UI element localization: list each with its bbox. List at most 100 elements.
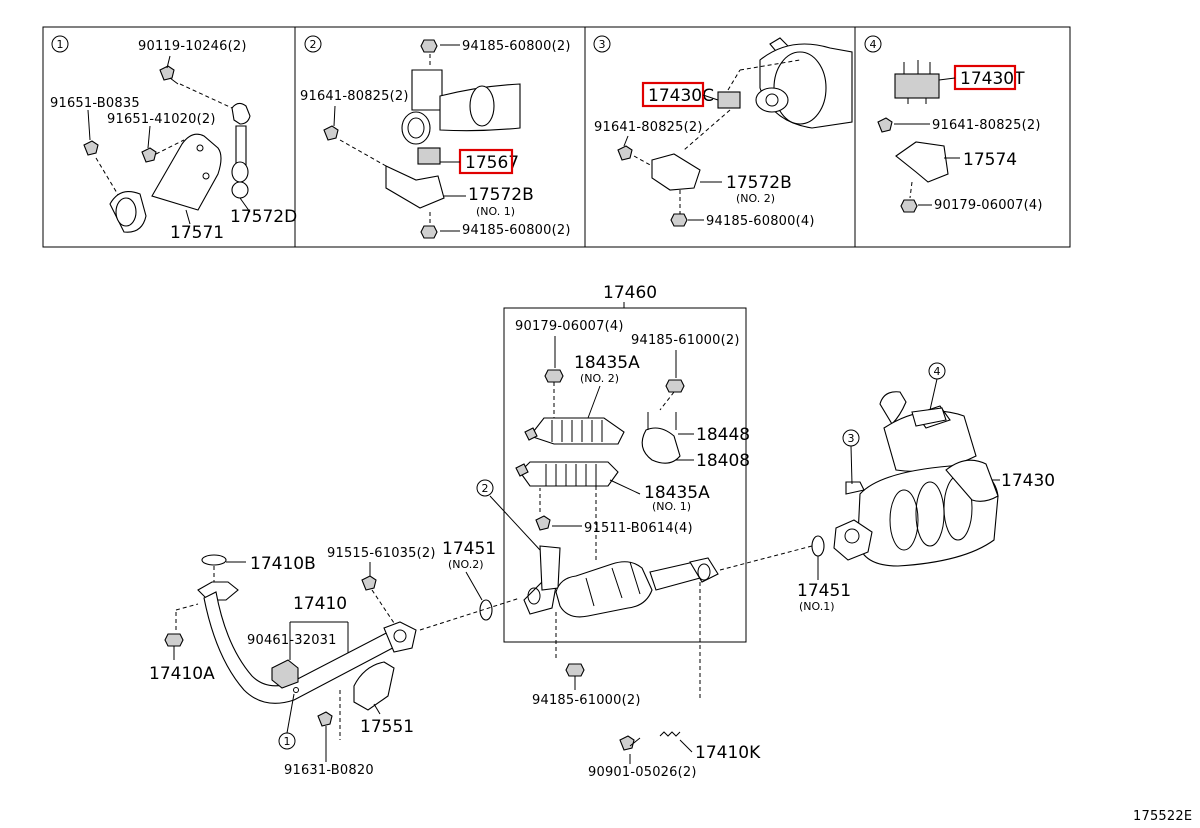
label-91641-80825[interactable]: 91641-80825(2): [300, 89, 409, 104]
label-90119-10246[interactable]: 90119-10246(2): [138, 39, 247, 54]
panel-2-index: 2: [310, 38, 317, 51]
leader-dashed: [175, 603, 199, 611]
label-17572b-no1[interactable]: 17572B: [468, 185, 534, 205]
label-91511-b0614[interactable]: 91511-B0614(4): [584, 521, 693, 536]
label-17572b-no2[interactable]: 17572B: [726, 173, 792, 193]
label-17430t[interactable]: 17430T: [960, 69, 1025, 89]
label-91641-80825[interactable]: 91641-80825(2): [594, 120, 703, 135]
nut-icon: [665, 379, 685, 393]
label-17410b[interactable]: 17410B: [250, 554, 316, 574]
label-91631-b0820[interactable]: 91631-B0820: [284, 763, 374, 778]
label-90179-06007[interactable]: 90179-06007(4): [934, 198, 1043, 213]
heat-shield-lower: [515, 461, 619, 487]
bolt-icon: [535, 515, 551, 531]
mount-17430c-icon: [717, 91, 741, 109]
leader-dashed: [727, 69, 741, 91]
heat-insulator-17551-icon: [353, 661, 395, 711]
label-91651-41020[interactable]: 91651-41020(2): [107, 112, 216, 127]
label-17410[interactable]: 17410: [293, 594, 347, 614]
mount-17567-icon: [417, 147, 441, 165]
leader-line: [609, 479, 641, 495]
nut-icon: [900, 199, 918, 213]
panel-2: 2 94185-60800(2) 91641-80825(2) 17567 17…: [300, 35, 571, 239]
label-18435a-no2[interactable]: 18435A: [574, 353, 640, 373]
bolt-icon: [361, 575, 377, 591]
ref-1: 1: [284, 735, 291, 748]
leader-dashed: [179, 83, 233, 109]
leader-dashed: [633, 155, 653, 167]
label-18408[interactable]: 18408: [696, 451, 750, 471]
panel-4: 4 17430T 91641-80825(2) 17574 90179-0600…: [864, 35, 1043, 213]
label-91651-b0835[interactable]: 91651-B0835: [50, 96, 140, 111]
bolt-icon: [159, 65, 175, 81]
leader-dashed: [419, 597, 521, 631]
bolt-icon: [877, 117, 893, 133]
label-90461-32031[interactable]: 90461-32031: [247, 633, 337, 648]
label-91515-61035[interactable]: 91515-61035(2): [327, 546, 436, 561]
leader-dashed: [739, 59, 801, 71]
label-18448[interactable]: 18448: [696, 425, 750, 445]
leader-line: [286, 693, 295, 734]
label-17567[interactable]: 17567: [465, 153, 519, 173]
label-17551[interactable]: 17551: [360, 717, 414, 737]
leader-line: [147, 125, 151, 149]
leader-line: [166, 55, 171, 69]
leader-line: [333, 105, 336, 127]
leader-dashed: [95, 157, 121, 199]
label-18435a-no1[interactable]: 18435A: [644, 483, 710, 503]
label-17451-no2[interactable]: 17451: [442, 539, 496, 559]
catalytic-converter-assembly-box: [503, 307, 747, 643]
label-94185-60800-bottom[interactable]: 94185-60800(2): [462, 223, 571, 238]
ref-4: 4: [934, 365, 941, 378]
label-94185-60800-top[interactable]: 94185-60800(2): [462, 39, 571, 54]
label-94185-60800[interactable]: 94185-60800(4): [706, 214, 815, 229]
gasket-17410b-icon: [201, 554, 227, 566]
leader-dashed: [719, 545, 813, 571]
label-17572b-note: (NO. 2): [736, 192, 775, 205]
label-18435a-no1-note: (NO. 1): [652, 500, 691, 513]
front-pipe-17410: [197, 581, 417, 704]
muffler-17430: [833, 391, 999, 567]
label-17571[interactable]: 17571: [170, 223, 224, 243]
label-17430[interactable]: 17430: [1001, 471, 1055, 491]
gasket-17451-no1-icon: [811, 535, 825, 557]
hanger-17572d: [231, 102, 251, 213]
label-17451-no2-note: (NO.2): [448, 558, 484, 571]
pipe-section: [401, 69, 521, 145]
label-17574[interactable]: 17574: [963, 150, 1017, 170]
label-94185-61000-bottom[interactable]: 94185-61000(2): [532, 693, 641, 708]
panel-3: 3 17430C 91641-80825(2) 17572B (NO. 2) 9…: [593, 35, 853, 229]
leader-line: [185, 209, 191, 225]
label-17410a[interactable]: 17410A: [149, 664, 215, 684]
label-17451-no1-note: (NO.1): [799, 600, 835, 613]
highlight-17430t: [953, 64, 1017, 91]
label-17460[interactable]: 17460: [603, 283, 657, 303]
panel-1-index-circle: [51, 35, 69, 53]
label-90901-05026[interactable]: 90901-05026(2): [588, 765, 697, 780]
bracket-17574-icon: [895, 141, 949, 183]
catalytic-converter-pipe: [523, 545, 719, 618]
nut-icon: [544, 369, 564, 383]
label-17410k[interactable]: 17410K: [695, 743, 761, 763]
panel-1-index: 1: [57, 38, 64, 51]
mount-17430t-icon: [894, 60, 940, 104]
leader-dashed: [155, 139, 185, 155]
label-17451-no1[interactable]: 17451: [797, 581, 851, 601]
bracket-17572b-icon: [385, 165, 445, 209]
nut-icon: [565, 663, 585, 677]
ref-3: 3: [848, 432, 855, 445]
leader-line: [850, 445, 853, 485]
clamp-18448: [641, 412, 681, 464]
leader-line: [465, 571, 483, 601]
label-94185-61000-top[interactable]: 94185-61000(2): [631, 333, 740, 348]
label-90179-06007[interactable]: 90179-06007(4): [515, 319, 624, 334]
label-17572d[interactable]: 17572D: [230, 207, 297, 227]
panel-3-index: 3: [599, 38, 606, 51]
label-17430c[interactable]: 17430C: [648, 86, 714, 106]
diagram-code: 175522E: [1133, 809, 1192, 824]
leader-line: [623, 135, 629, 147]
heat-shield-upper: [524, 417, 625, 445]
bolt-icon-mid: [141, 147, 157, 163]
label-91641-80825[interactable]: 91641-80825(2): [932, 118, 1041, 133]
